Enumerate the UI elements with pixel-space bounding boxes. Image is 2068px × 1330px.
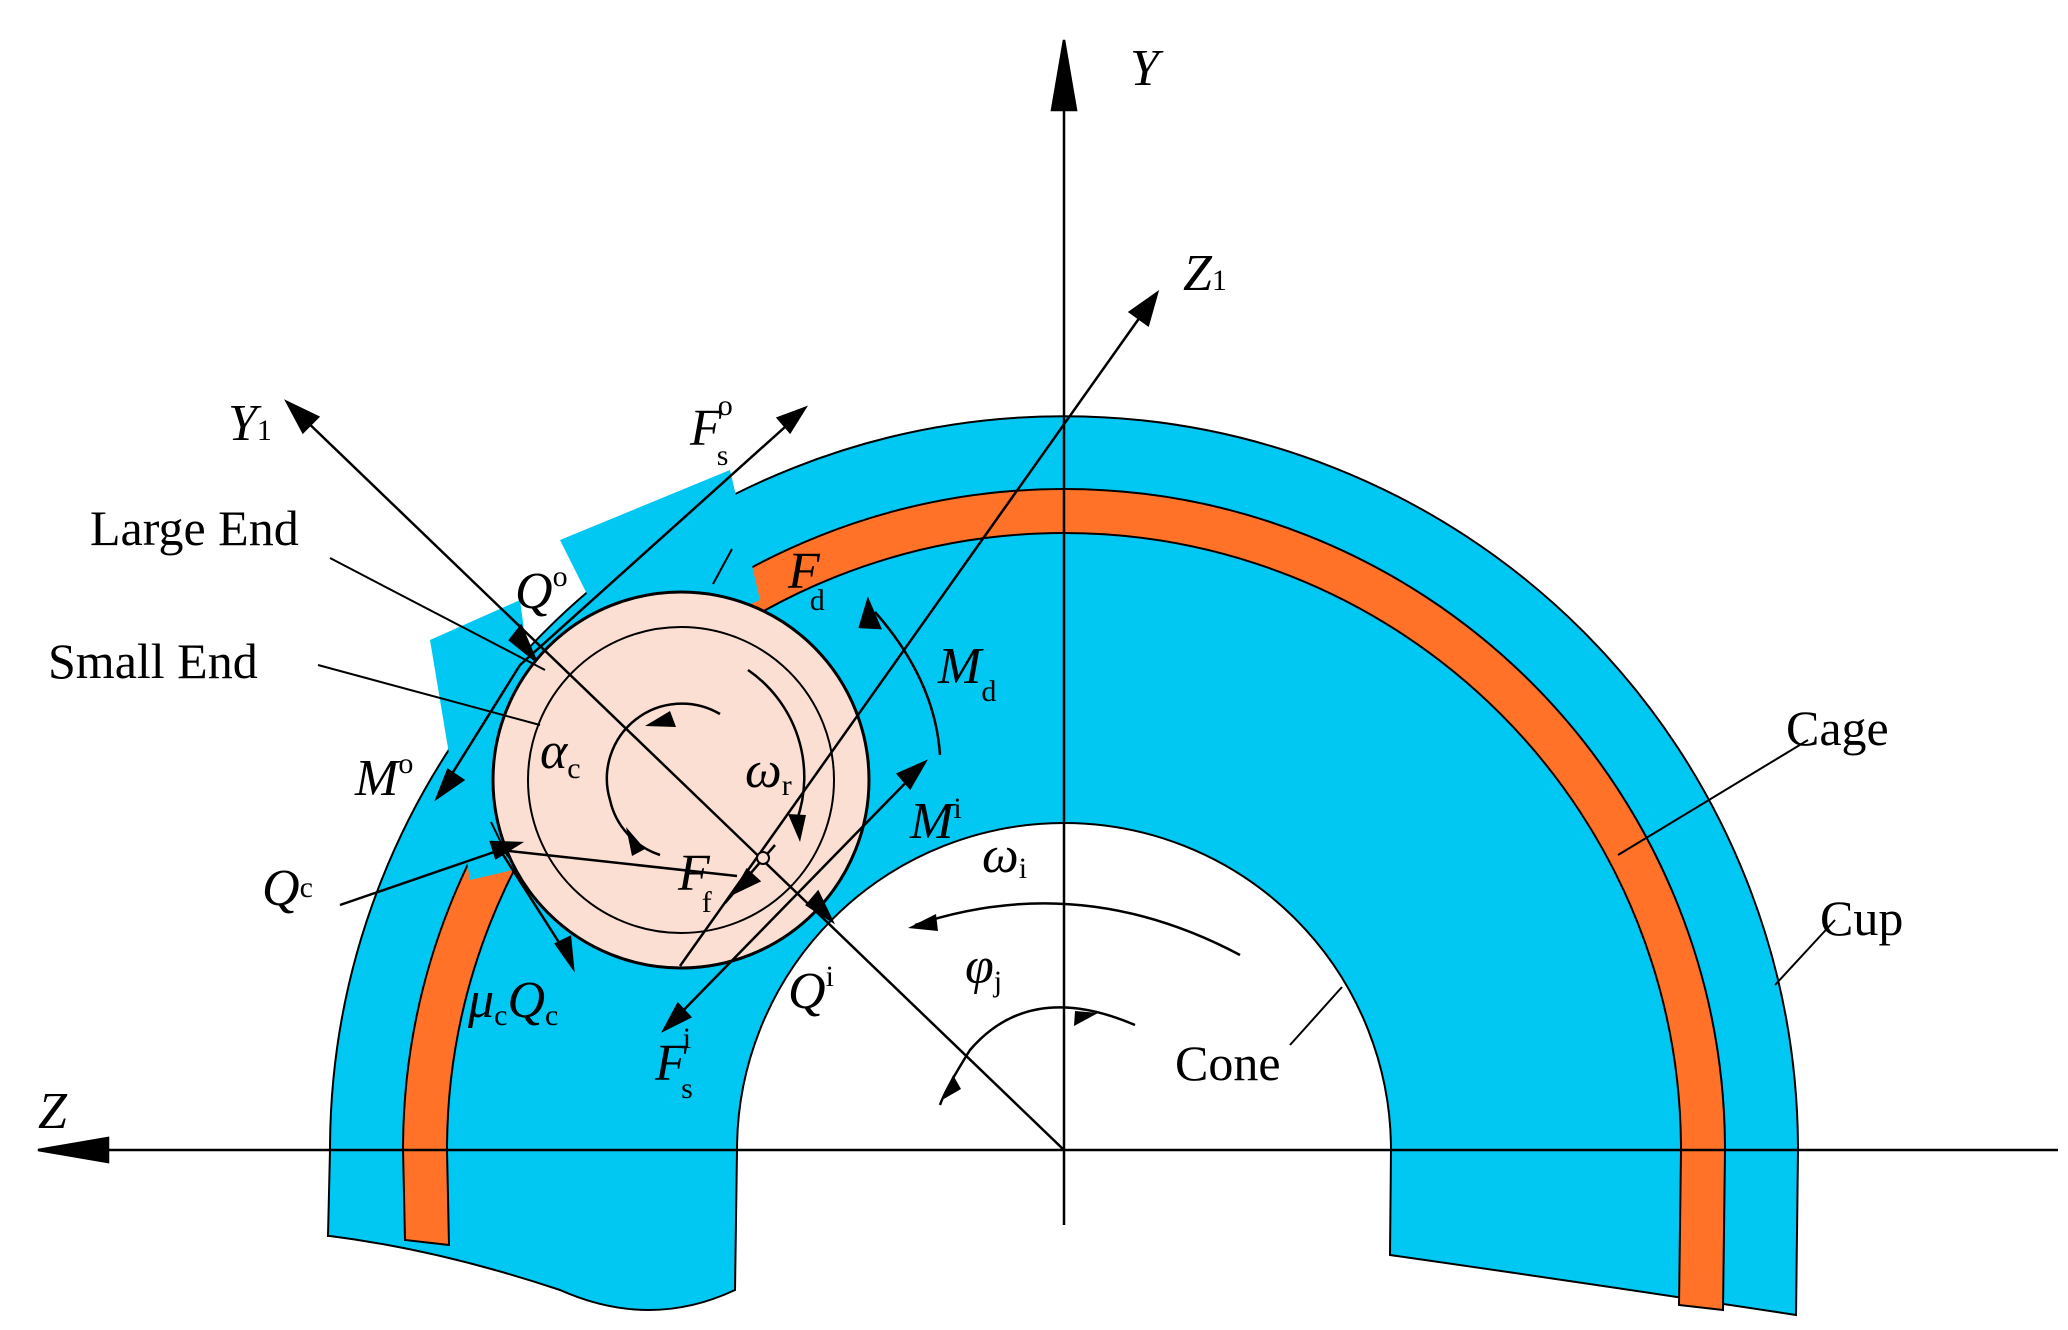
small-end-leader — [317, 664, 541, 726]
fso-line — [519, 417, 796, 666]
z1-axis-arrow — [1127, 289, 1160, 328]
qc-label: Qc — [262, 860, 313, 917]
md-arc — [874, 611, 942, 756]
leaders — [317, 557, 1836, 1046]
cone-label: Cone — [1175, 1035, 1281, 1091]
phi-j-top-arrow — [1074, 1011, 1098, 1026]
md-label: Md — [937, 638, 996, 708]
cage-edge-upper — [712, 548, 733, 585]
fso-arrow — [775, 405, 809, 435]
omega-i-arc — [914, 902, 1241, 957]
y-axis-label: Y — [1130, 40, 1164, 97]
y-axis-arrow — [1050, 39, 1078, 112]
y1-axis-label: Y1 — [228, 395, 272, 452]
qi-arrow — [805, 889, 836, 925]
phi-j-arrow — [942, 1075, 961, 1100]
qi-label: Qi — [788, 960, 834, 1020]
phi-j-label: φj — [965, 938, 1002, 998]
mo-label: Mo — [354, 747, 413, 807]
omega-i-arrow — [908, 914, 938, 931]
roller-inner-circle — [527, 626, 835, 934]
ff-arrow — [730, 868, 762, 896]
labels: Y Z Y1 Z1 Large End Small End Cage Cup C… — [38, 40, 1903, 1140]
large-end-label: Large End — [90, 500, 299, 556]
small-end-label: Small End — [48, 633, 258, 689]
z-axis-arrow — [37, 1136, 110, 1164]
qo-arrow — [508, 623, 538, 662]
alpha-c-arrow — [645, 711, 676, 727]
mu-c-qc-label: μcQc — [467, 972, 558, 1032]
large-end-leader — [329, 557, 546, 671]
ff-point — [756, 851, 770, 865]
phi-j-arc — [938, 1006, 1136, 1106]
omega-r-label: ωr — [745, 742, 792, 802]
omega-r-arrow — [788, 814, 806, 842]
fsi-arrow — [661, 1001, 693, 1033]
alpha-c-arc — [605, 702, 721, 857]
cage-leader — [1617, 739, 1809, 856]
forces — [339, 405, 929, 1033]
y1-axis-arrow — [284, 399, 321, 435]
muqc-arrow — [554, 935, 575, 973]
z-axis-label: Z — [38, 1083, 68, 1140]
y1-axis — [299, 414, 1065, 1151]
moment-arrows — [626, 711, 1098, 1100]
fsi-top-arrow — [895, 759, 929, 791]
cup-label: Cup — [1820, 890, 1903, 946]
omega-i-label: ωi — [982, 827, 1027, 885]
fsi-line — [671, 767, 921, 1023]
mo-arrow — [434, 768, 466, 802]
mi-label: Mi — [909, 792, 962, 850]
fd-arrow — [858, 596, 882, 630]
cone-leader — [1289, 986, 1343, 1046]
omega-r-arc — [747, 668, 806, 821]
alpha-c-label: αc — [540, 723, 581, 785]
qc-line — [339, 848, 501, 907]
qc-force-line — [499, 848, 738, 878]
alpha-c-low-arrow — [626, 827, 645, 856]
cage-label: Cage — [1786, 700, 1889, 756]
z1-axis-label: Z1 — [1183, 245, 1227, 302]
muqc-line — [498, 849, 569, 956]
mo-line — [443, 664, 522, 786]
qo-label: Qo — [515, 560, 568, 620]
cup-leader — [1774, 919, 1836, 986]
